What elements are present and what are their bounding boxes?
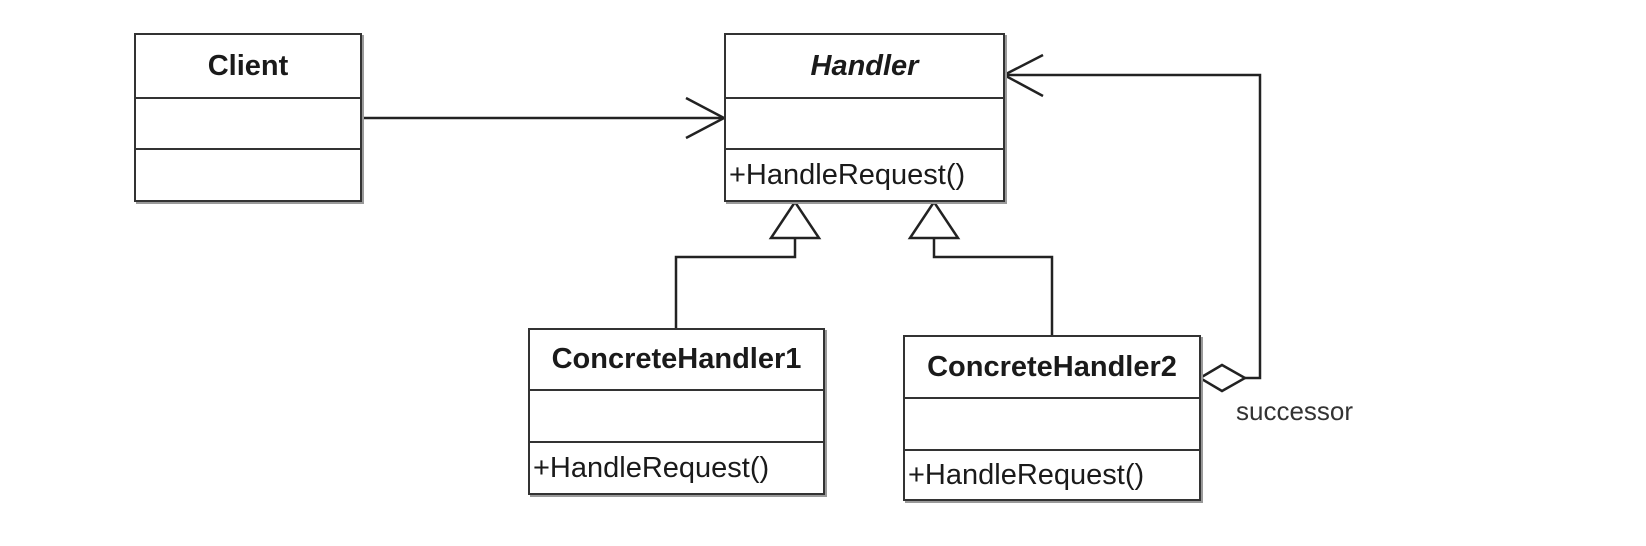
concrete-handler2-operations-compartment: +HandleRequest() <box>905 451 1199 499</box>
handler-operation: +HandleRequest() <box>729 158 966 191</box>
handler-operations-compartment: +HandleRequest() <box>726 150 1003 200</box>
handler-class-name-text: Handler <box>810 49 919 82</box>
concrete-handler1-class-name: ConcreteHandler1 <box>530 330 823 391</box>
concrete-handler2-class: ConcreteHandler2 +HandleRequest() <box>903 335 1201 501</box>
client-attributes-compartment <box>136 99 360 150</box>
concrete2-generalization-line <box>932 238 1054 335</box>
concrete-handler1-class-name-text: ConcreteHandler1 <box>551 343 802 375</box>
handler-class-name: Handler <box>726 35 1003 99</box>
concrete-handler1-operations-compartment: +HandleRequest() <box>530 443 823 493</box>
successor-aggregation-line <box>1004 73 1262 380</box>
concrete-handler1-class: ConcreteHandler1 +HandleRequest() <box>528 328 825 495</box>
concrete-handler2-class-name: ConcreteHandler2 <box>905 337 1199 399</box>
handler-class: Handler +HandleRequest() <box>724 33 1005 202</box>
successor-role-label: successor <box>1236 396 1354 426</box>
client-class-name: Client <box>136 35 360 99</box>
concrete-handler1-attributes-compartment <box>530 391 823 443</box>
concrete1-generalization-line <box>674 238 797 328</box>
concrete-handler2-operation: +HandleRequest() <box>908 458 1145 491</box>
client-class: Client <box>134 33 362 202</box>
concrete2-generalization-triangle <box>907 199 961 240</box>
concrete-handler2-attributes-compartment <box>905 399 1199 451</box>
handler-attributes-compartment <box>726 99 1003 150</box>
successor-aggregation-diamond <box>1197 363 1248 393</box>
client-class-name-text: Client <box>207 49 289 82</box>
concrete1-generalization-triangle <box>768 199 822 240</box>
concrete-handler2-class-name-text: ConcreteHandler2 <box>927 350 1177 383</box>
concrete-handler1-operation: +HandleRequest() <box>533 451 770 484</box>
client-operations-compartment <box>136 150 360 200</box>
